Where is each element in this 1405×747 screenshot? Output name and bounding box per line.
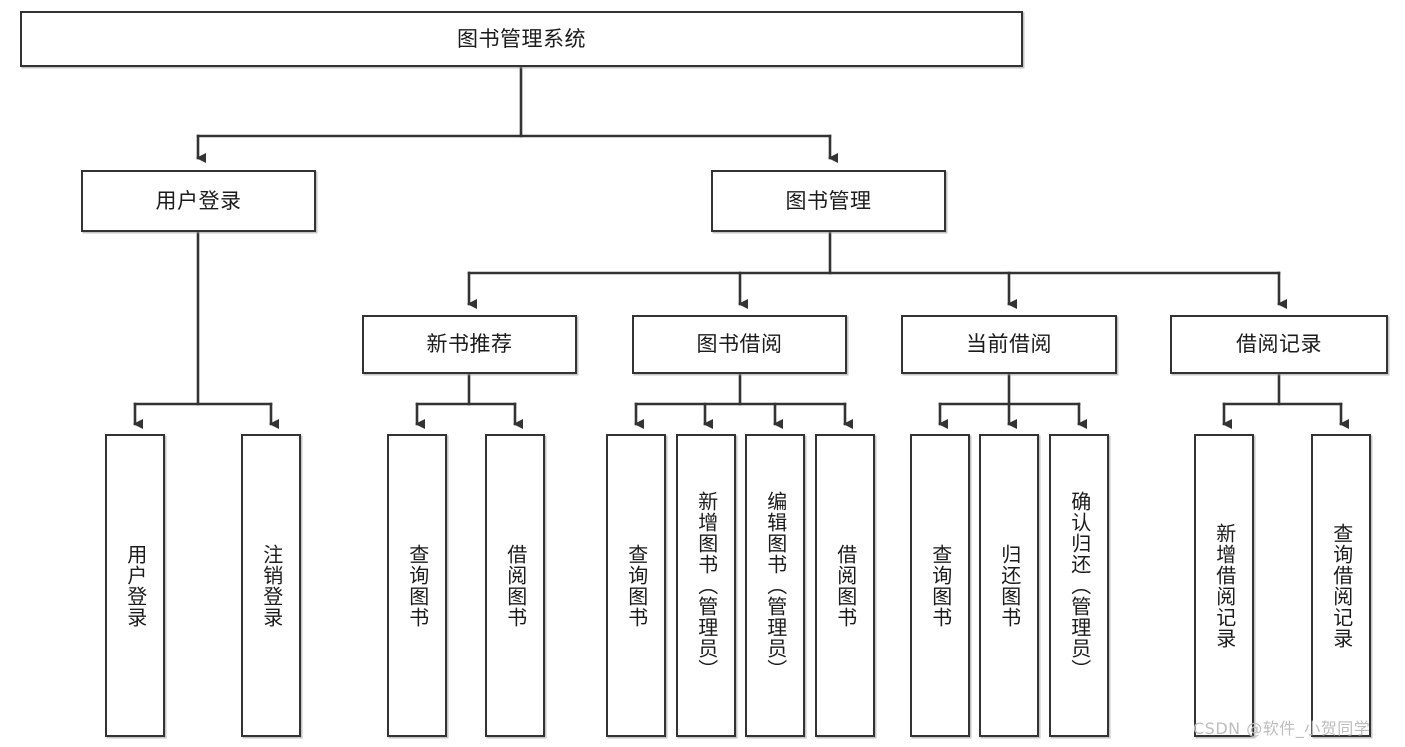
node-leaf-edit-book[interactable]: 编辑图书（管理员）	[745, 434, 805, 737]
node-book-borrow-label: 图书借阅	[696, 332, 783, 357]
node-leaf-borrow-book-2-label: 借阅图书	[833, 543, 858, 628]
node-leaf-query-book-1-label: 查询图书	[405, 543, 430, 628]
node-leaf-add-book-label: 新增图书（管理员）	[694, 491, 719, 680]
node-leaf-query-book-2[interactable]: 查询图书	[606, 434, 666, 737]
node-leaf-query-book-2-label: 查询图书	[624, 543, 649, 628]
node-current-borrow-label: 当前借阅	[966, 332, 1052, 357]
node-user-login[interactable]: 用户登录	[81, 170, 316, 232]
node-leaf-query-book-3-label: 查询图书	[928, 543, 953, 628]
node-root-label: 图书管理系统	[457, 26, 586, 51]
node-leaf-borrow-book-1-label: 借阅图书	[503, 543, 528, 628]
node-leaf-query-book-1[interactable]: 查询图书	[387, 434, 447, 737]
node-borrow-record[interactable]: 借阅记录	[1170, 315, 1388, 374]
node-leaf-confirm-return[interactable]: 确认归还（管理员）	[1049, 434, 1109, 737]
node-leaf-user-login[interactable]: 用户登录	[105, 434, 165, 737]
node-leaf-query-book-3[interactable]: 查询图书	[910, 434, 970, 737]
node-leaf-add-record-label: 新增借阅记录	[1212, 522, 1237, 649]
node-borrow-record-label: 借阅记录	[1236, 332, 1322, 357]
node-leaf-borrow-book-1[interactable]: 借阅图书	[485, 434, 545, 737]
node-leaf-user-login-label: 用户登录	[123, 543, 148, 628]
node-new-book-rec-label: 新书推荐	[426, 332, 513, 357]
node-new-book-rec[interactable]: 新书推荐	[362, 315, 577, 374]
node-leaf-return-book-label: 归还图书	[997, 543, 1022, 628]
node-leaf-query-record[interactable]: 查询借阅记录	[1311, 434, 1371, 737]
node-book-manage-label: 图书管理	[785, 188, 872, 213]
node-leaf-add-record[interactable]: 新增借阅记录	[1194, 434, 1254, 737]
node-leaf-logout-label: 注销登录	[259, 543, 284, 628]
node-leaf-add-book[interactable]: 新增图书（管理员）	[676, 434, 736, 737]
node-leaf-edit-book-label: 编辑图书（管理员）	[763, 491, 788, 680]
node-user-login-label: 用户登录	[155, 188, 242, 213]
node-leaf-query-record-label: 查询借阅记录	[1329, 522, 1354, 649]
node-book-manage[interactable]: 图书管理	[711, 170, 946, 232]
node-leaf-logout[interactable]: 注销登录	[241, 434, 301, 737]
node-book-borrow[interactable]: 图书借阅	[632, 315, 847, 374]
node-leaf-confirm-return-label: 确认归还（管理员）	[1067, 491, 1092, 680]
watermark-text: CSDN @软件_小贺同学	[1193, 719, 1371, 738]
node-leaf-return-book[interactable]: 归还图书	[979, 434, 1039, 737]
node-leaf-borrow-book-2[interactable]: 借阅图书	[815, 434, 875, 737]
node-root[interactable]: 图书管理系统	[20, 11, 1023, 67]
node-current-borrow[interactable]: 当前借阅	[901, 315, 1117, 374]
